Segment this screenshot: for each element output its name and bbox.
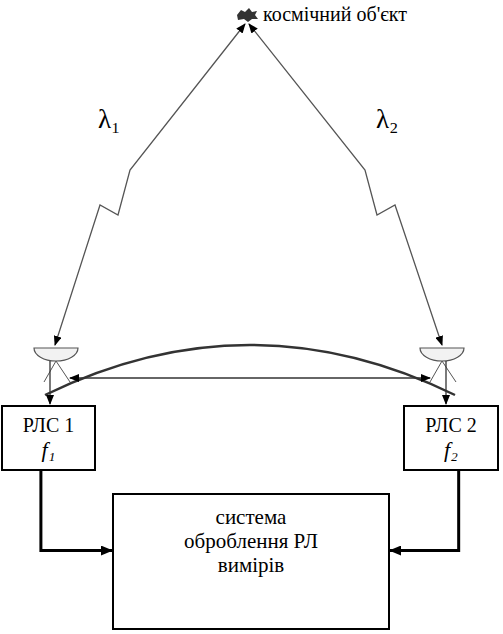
box-title: РЛС 2 xyxy=(425,414,477,437)
data-flow-arrow xyxy=(41,471,112,551)
radio-beam xyxy=(249,24,442,345)
frequency-label: f₂ xyxy=(444,437,458,462)
frequency-label: f₁ xyxy=(42,437,56,462)
antenna-mount xyxy=(44,361,70,382)
object-label: космічний об'єкт xyxy=(263,3,407,26)
space-object-icon xyxy=(237,8,258,22)
radar-box: РЛС 1f₁ xyxy=(1,405,96,471)
processing-box: система оброблення РЛ вимірів xyxy=(112,493,390,630)
feed-line xyxy=(49,361,50,404)
wavelength-label: λ₁ xyxy=(98,104,121,135)
baseline-arrow xyxy=(70,377,430,378)
box-title: система оброблення РЛ вимірів xyxy=(176,505,326,577)
box-title: РЛС 1 xyxy=(23,414,75,437)
feed-line xyxy=(445,361,446,404)
radio-beam xyxy=(55,24,245,345)
radar-box: РЛС 2f₂ xyxy=(403,405,499,471)
antenna-dish xyxy=(420,348,464,361)
earth-surface-arc xyxy=(45,345,455,395)
antenna-dish xyxy=(34,348,78,361)
antenna-mount xyxy=(430,361,456,382)
wavelength-label: λ₂ xyxy=(376,104,399,135)
data-flow-arrow xyxy=(390,471,459,551)
